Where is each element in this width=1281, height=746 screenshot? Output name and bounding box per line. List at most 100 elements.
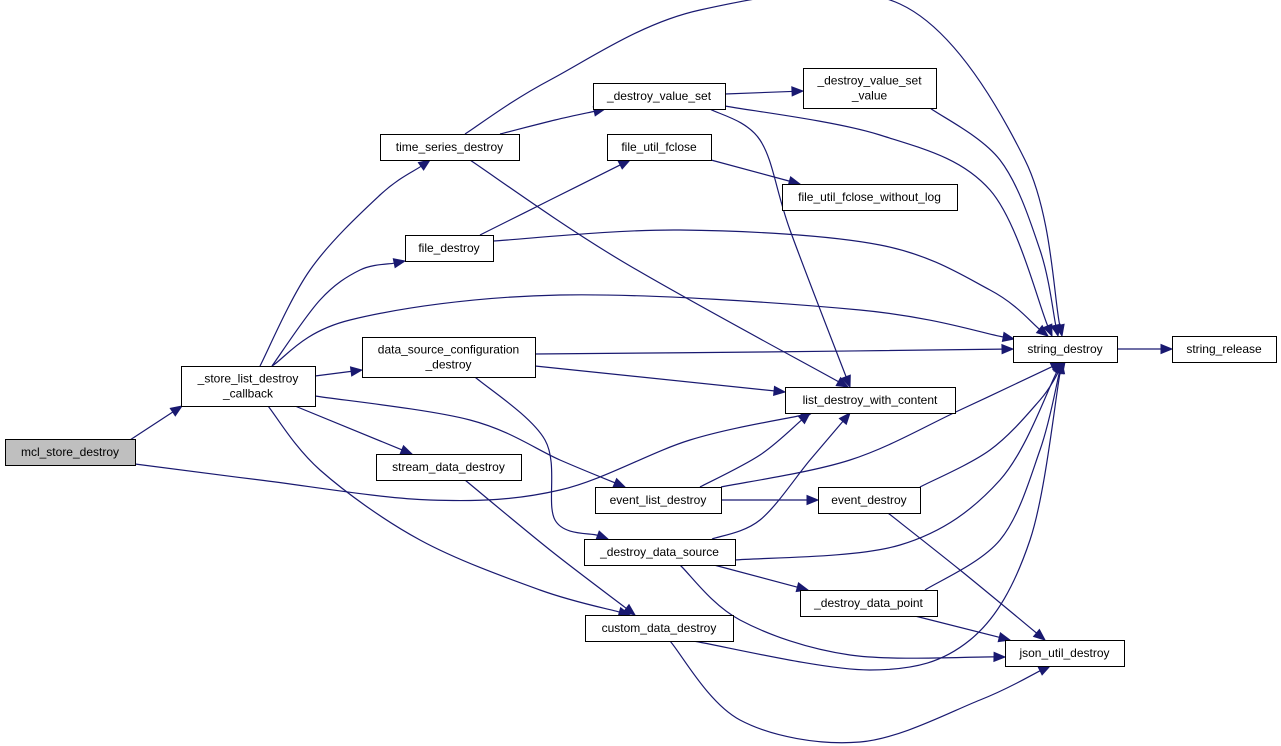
node-data-source-configuration-destroy[interactable]: data_source_configuration_destroy xyxy=(362,337,536,378)
edge-line xyxy=(720,366,1053,488)
arrowhead-icon xyxy=(841,374,851,389)
arrowhead-icon xyxy=(612,477,627,488)
edge-line xyxy=(492,229,1040,330)
node-string-release[interactable]: string_release xyxy=(1172,336,1277,363)
edges-layer xyxy=(129,0,1174,744)
arrowhead-icon xyxy=(806,494,820,506)
arrowhead-icon xyxy=(773,385,787,396)
edge-line xyxy=(724,105,1049,327)
node-file-util-fclose[interactable]: file_util_fclose xyxy=(607,134,712,161)
node-box xyxy=(800,590,938,617)
edge-file_destroy-to-file_util_fclose xyxy=(479,159,632,236)
edge-line xyxy=(924,372,1060,591)
node-destroy-data-point[interactable]: _destroy_data_point xyxy=(800,590,938,617)
edge-time_series_destroy-to-string_destroy xyxy=(464,0,1065,338)
node-time-series-destroy[interactable]: time_series_destroy xyxy=(380,134,520,161)
edge-line xyxy=(271,294,1004,367)
node-label: list_destroy_with_content xyxy=(803,393,938,407)
edge-line xyxy=(314,370,352,377)
edge-_store_list_destroy_callback-to-time_series_destroy xyxy=(259,159,432,367)
edge-data_source_configuration_destroy-to-_destroy_data_source xyxy=(474,376,610,541)
arrowhead-icon xyxy=(417,159,432,171)
edge-line xyxy=(129,411,174,441)
node-label: _destroy_value_set xyxy=(816,74,922,88)
node-json-util-destroy[interactable]: json_util_destroy xyxy=(1005,640,1125,667)
edge-line xyxy=(914,615,1000,638)
node-destroy-value-set[interactable]: _destroy_value_set xyxy=(593,83,726,110)
edge-line xyxy=(294,405,403,451)
node-custom-data-destroy[interactable]: custom_data_destroy xyxy=(585,615,734,642)
arrowhead-icon xyxy=(797,412,812,425)
edge-time_series_destroy-to-list_destroy_with_content xyxy=(469,159,850,388)
edge-line xyxy=(709,108,847,377)
node-label: data_source_configuration xyxy=(378,343,519,357)
edge-event_list_destroy-to-event_destroy xyxy=(721,494,820,506)
node-label: custom_data_destroy xyxy=(602,621,717,635)
node-mcl-store-destroy[interactable]: mcl_store_destroy xyxy=(5,439,136,466)
arrowhead-icon xyxy=(835,376,850,388)
node-label: _destroy_value_set xyxy=(606,89,712,103)
arrowhead-icon xyxy=(1001,343,1015,355)
node-label: mcl_store_destroy xyxy=(21,445,119,459)
arrowhead-icon xyxy=(1035,324,1050,337)
node-box xyxy=(362,337,536,378)
node-stream-data-destroy[interactable]: stream_data_destroy xyxy=(376,454,522,481)
node-destroy-value-set-value[interactable]: _destroy_value_set_value xyxy=(803,68,937,109)
node-box xyxy=(1013,336,1118,363)
arrowhead-icon xyxy=(399,444,414,455)
arrowhead-icon xyxy=(1037,665,1052,676)
node-file-util-fclose-without-log[interactable]: file_util_fclose_without_log xyxy=(782,184,958,211)
node-box xyxy=(785,387,956,414)
node-event-destroy[interactable]: event_destroy xyxy=(818,487,921,514)
node-label: string_destroy xyxy=(1027,342,1102,356)
edge-_destroy_data_source-to-json_util_destroy xyxy=(679,564,1007,663)
edge-_store_list_destroy_callback-to-string_destroy xyxy=(271,294,1016,367)
arrowhead-icon xyxy=(1050,323,1061,338)
node-file-destroy[interactable]: file_destroy xyxy=(405,235,494,262)
node-box xyxy=(376,454,522,481)
arrowhead-icon xyxy=(617,159,632,170)
edge-_destroy_data_source-to-_destroy_data_point xyxy=(713,564,810,593)
node-box xyxy=(585,615,734,642)
node-label: file_util_fclose_without_log xyxy=(798,190,941,204)
edge-line xyxy=(713,564,798,588)
node-box xyxy=(5,439,136,466)
edge-line xyxy=(464,0,1061,326)
edge-line xyxy=(679,564,995,659)
edge-data_source_configuration_destroy-to-string_destroy xyxy=(534,343,1015,355)
edge-_store_list_destroy_callback-to-stream_data_destroy xyxy=(294,405,414,455)
arrowhead-icon xyxy=(1054,360,1066,375)
edge-_store_list_destroy_callback-to-data_source_configuration_destroy xyxy=(314,366,364,377)
node-label: _destroy_data_point xyxy=(813,596,923,610)
arrowhead-icon xyxy=(392,258,407,269)
node-label: json_util_destroy xyxy=(1018,646,1109,660)
edge-line xyxy=(669,640,1041,744)
node-store-list-destroy-callback[interactable]: _store_list_destroy_callback xyxy=(181,366,316,407)
edge-_destroy_value_set_value-to-string_destroy xyxy=(929,107,1061,338)
node-box xyxy=(595,487,722,514)
node-box xyxy=(1005,640,1125,667)
edge-_destroy_data_point-to-json_util_destroy xyxy=(914,615,1012,643)
node-box xyxy=(584,539,736,566)
edge-event_list_destroy-to-string_destroy xyxy=(720,361,1064,488)
edge-line xyxy=(534,348,1003,355)
node-list-destroy-with-content[interactable]: list_destroy_with_content xyxy=(785,387,956,414)
arrowhead-icon xyxy=(595,530,610,541)
edge-line xyxy=(711,420,844,540)
node-box xyxy=(1172,336,1277,363)
node-event-list-destroy[interactable]: event_list_destroy xyxy=(595,487,722,514)
arrowhead-icon xyxy=(997,632,1012,643)
node-box xyxy=(607,134,712,161)
node-box xyxy=(593,83,726,110)
node-label: event_list_destroy xyxy=(610,493,707,507)
node-box xyxy=(803,68,937,109)
node-string-destroy[interactable]: string_destroy xyxy=(1013,336,1118,363)
node-box xyxy=(380,134,520,161)
edge-line xyxy=(271,262,395,367)
node-destroy-data-source[interactable]: _destroy_data_source xyxy=(584,539,736,566)
arrowhead-icon xyxy=(622,603,637,616)
node-box xyxy=(181,366,316,407)
edge-line xyxy=(314,395,616,484)
edge-line xyxy=(692,372,1061,671)
